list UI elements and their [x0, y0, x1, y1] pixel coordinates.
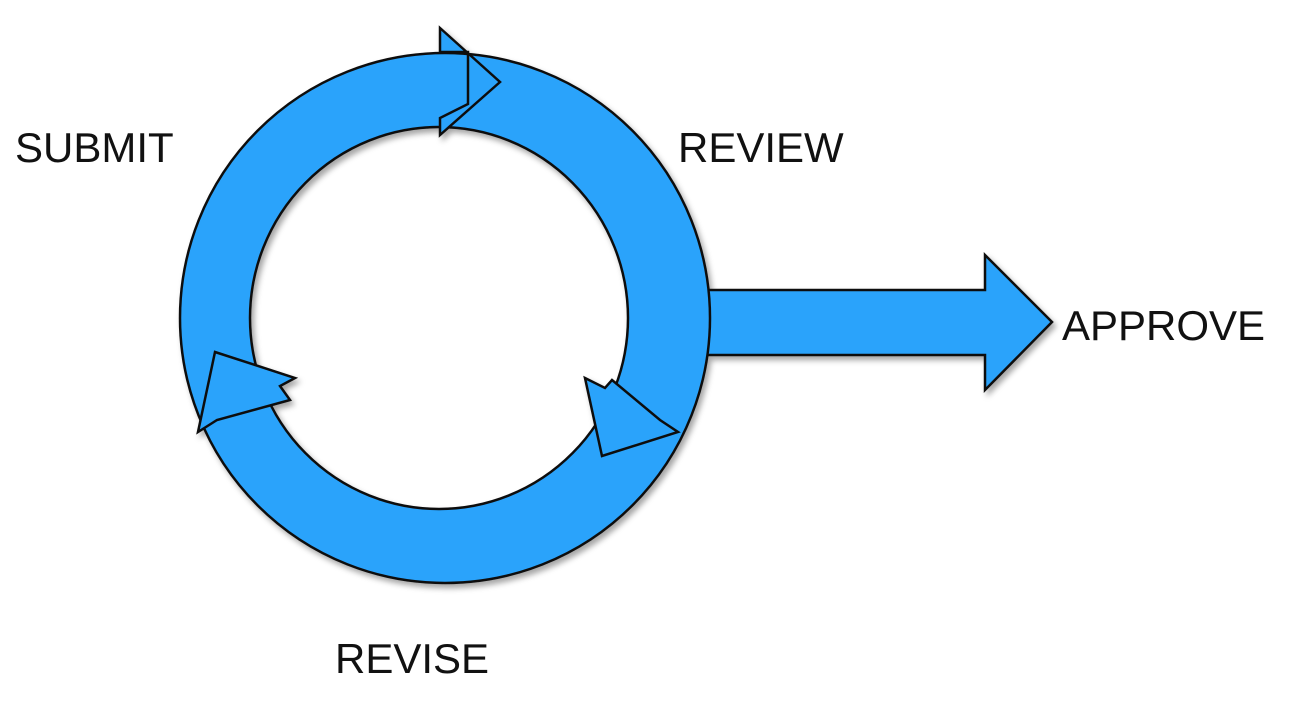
- approve-arrow: [698, 251, 1054, 394]
- submit-to-review-arrowhead: [438, 25, 502, 138]
- review-label: REVIEW: [678, 124, 844, 171]
- revise-to-submit-arrowhead: [196, 350, 299, 435]
- submit-label: SUBMIT: [15, 124, 174, 171]
- revise-label: REVISE: [335, 635, 489, 682]
- approve-label: APPROVE: [1062, 302, 1265, 349]
- cycle-ring: [178, 51, 712, 585]
- review-to-revise-arrowhead: [583, 375, 681, 458]
